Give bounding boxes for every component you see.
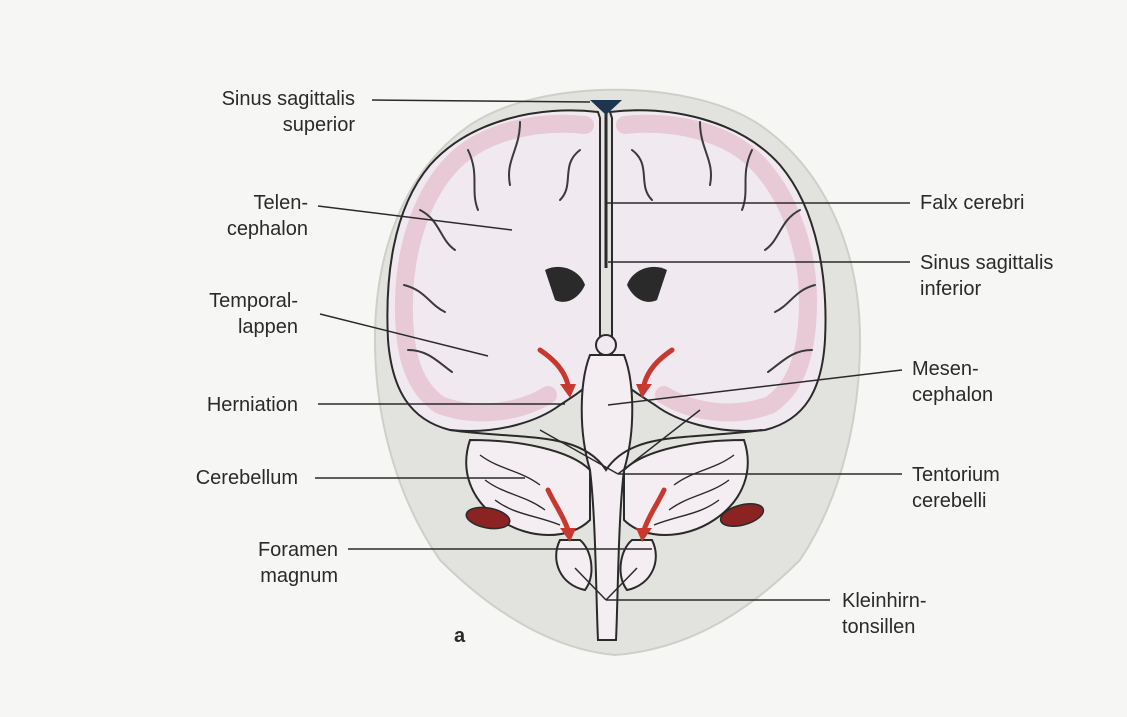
label-mesencephalon-line2: cephalon <box>912 382 993 408</box>
label-foramen-magnum: Foramen magnum <box>200 537 338 589</box>
label-sinus-sagittalis-superior-line1: Sinus sagittalis <box>180 86 355 112</box>
label-sinus-sagittalis-superior: Sinus sagittalis superior <box>180 86 355 138</box>
label-temporallappen-line1: Temporal- <box>170 288 298 314</box>
label-kleinhirntonsillen: Kleinhirn- tonsillen <box>842 588 926 640</box>
label-falx-cerebri: Falx cerebri <box>920 190 1024 216</box>
label-falx-cerebri-line1: Falx cerebri <box>920 190 1024 216</box>
label-mesencephalon-line1: Mesen- <box>912 356 993 382</box>
label-sinus-sagittalis-inferior: Sinus sagittalis inferior <box>920 250 1053 302</box>
label-tentorium-cerebelli: Tentorium cerebelli <box>912 462 1000 514</box>
label-telencephalon-line1: Telen- <box>180 190 308 216</box>
label-cerebellum-line1: Cerebellum <box>150 465 298 491</box>
label-foramen-magnum-line2: magnum <box>200 563 338 589</box>
label-kleinhirntonsillen-line2: tonsillen <box>842 614 926 640</box>
label-herniation: Herniation <box>160 392 298 418</box>
label-foramen-magnum-line1: Foramen <box>200 537 338 563</box>
label-kleinhirntonsillen-line1: Kleinhirn- <box>842 588 926 614</box>
label-telencephalon-line2: cephalon <box>180 216 308 242</box>
label-sinus-sagittalis-inferior-line1: Sinus sagittalis <box>920 250 1053 276</box>
label-telencephalon: Telen- cephalon <box>180 190 308 242</box>
label-mesencephalon: Mesen- cephalon <box>912 356 993 408</box>
label-tentorium-cerebelli-line2: cerebelli <box>912 488 1000 514</box>
label-sinus-sagittalis-superior-line2: superior <box>180 112 355 138</box>
third-ventricle <box>596 335 616 355</box>
label-cerebellum: Cerebellum <box>150 465 298 491</box>
label-sinus-sagittalis-inferior-line2: inferior <box>920 276 1053 302</box>
panel-letter: a <box>454 623 465 649</box>
label-tentorium-cerebelli-line1: Tentorium <box>912 462 1000 488</box>
label-temporallappen-line2: lappen <box>170 314 298 340</box>
label-temporallappen: Temporal- lappen <box>170 288 298 340</box>
label-herniation-line1: Herniation <box>160 392 298 418</box>
